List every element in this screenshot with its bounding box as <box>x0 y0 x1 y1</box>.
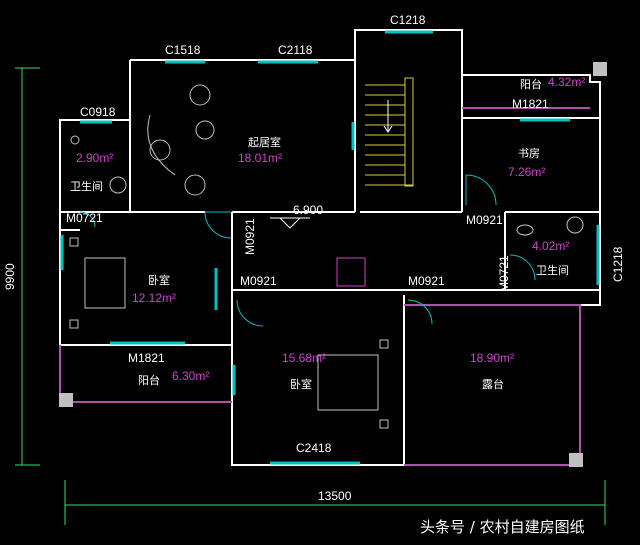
label-c1218-right: C1218 <box>611 246 625 282</box>
room-name-bath-right: 卫生间 <box>536 263 569 277</box>
room-area-balcony-top: 4.32m² <box>548 75 585 89</box>
windows <box>60 30 600 465</box>
room-area-bed-left: 12.12m² <box>132 291 176 305</box>
label-c2118: C2118 <box>278 43 313 57</box>
stairs <box>365 77 414 187</box>
dimension-width: 13500 <box>318 489 352 503</box>
room-area-study: 7.26m² <box>508 165 545 179</box>
room-area-terrace: 18.90m² <box>470 351 514 365</box>
room-name-terrace: 露台 <box>482 377 504 391</box>
label-m0921-d: M0921 <box>466 213 503 227</box>
label-m0721-right: M0721 <box>497 255 511 292</box>
doors <box>79 174 536 327</box>
label-m0921-a: M0921 <box>243 218 257 255</box>
label-m1821-bottom: M1821 <box>128 351 165 365</box>
room-name-balcony-left: 阳台 <box>138 373 160 387</box>
room-name-living: 起居室 <box>248 135 281 149</box>
label-c1518: C1518 <box>165 43 201 57</box>
label-c0918: C0918 <box>80 105 116 119</box>
walls <box>59 29 601 466</box>
room-name-bath-left: 卫生间 <box>70 179 103 193</box>
label-m1821-top: M1821 <box>512 97 549 111</box>
room-name-study: 书房 <box>518 147 540 160</box>
label-m0921-b: M0921 <box>240 274 277 288</box>
floor-level-label: 6.900 <box>293 203 323 217</box>
label-c2418: C2418 <box>296 441 332 455</box>
dimension-lines <box>15 67 606 525</box>
label-m0921-c: M0921 <box>408 274 445 288</box>
room-name-bed-left: 卧室 <box>148 273 170 287</box>
dimension-height: 9900 <box>3 263 17 290</box>
stair-arrow <box>383 100 393 133</box>
room-area-bath-right: 4.02m² <box>532 239 569 253</box>
watermark: 头条号 / 农村自建房图纸 <box>420 518 585 536</box>
room-area-balcony-left: 6.30m² <box>172 369 209 383</box>
furniture <box>69 84 584 429</box>
room-name-bed-bottom: 卧室 <box>290 377 312 391</box>
room-name-balcony-top: 阳台 <box>520 77 542 91</box>
room-area-bed-bottom: 15.68m² <box>282 351 326 365</box>
label-m0721-left: M0721 <box>66 211 103 225</box>
room-area-bath-left: 2.90m² <box>76 151 113 165</box>
room-area-living: 18.01m² <box>238 151 282 165</box>
label-c1218-top: C1218 <box>390 13 426 27</box>
corner-columns <box>59 62 607 467</box>
